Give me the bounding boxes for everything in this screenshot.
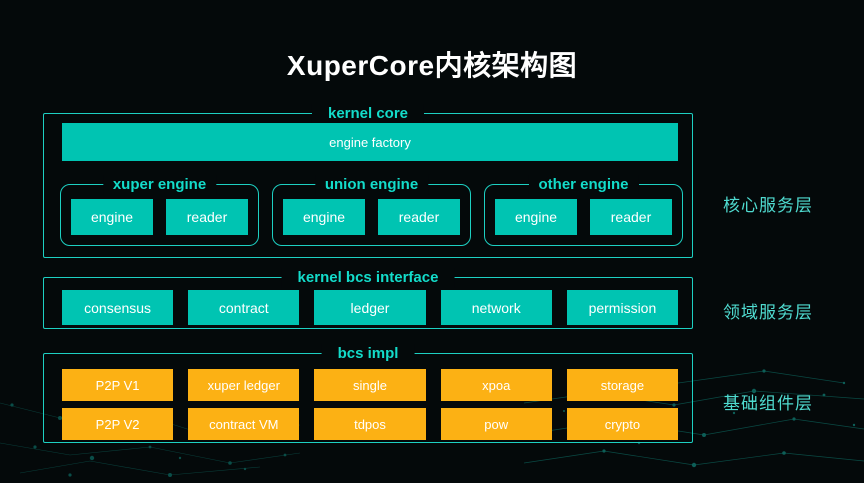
engine-factory-block: engine factory xyxy=(62,123,678,161)
bcs-impl-row-2: P2P V2 contract VM tdpos pow crypto xyxy=(62,408,679,440)
core-service-layer-label: 核心服务层 xyxy=(723,196,813,215)
other-engine-buttons: engine reader xyxy=(495,199,672,235)
page-title: XuperCore内核架构图 xyxy=(286,50,578,81)
bcs-impl-row-1: P2P V1 xuper ledger single xpoa storage xyxy=(62,369,679,401)
other-engine-block: engine xyxy=(495,199,577,235)
kernel-core-label: kernel core xyxy=(311,104,425,124)
union-engine-group: union engine engine reader xyxy=(272,175,471,246)
pow-block: pow xyxy=(440,408,552,440)
crypto-block: crypto xyxy=(566,408,679,440)
network-block: network xyxy=(440,290,552,325)
domain-service-layer-label: 领域服务层 xyxy=(723,303,813,322)
xuper-ledger-block: xuper ledger xyxy=(188,369,300,401)
contract-vm-block: contract VM xyxy=(188,408,300,440)
p2p-v2-block: P2P V2 xyxy=(62,408,174,440)
ledger-block: ledger xyxy=(314,290,426,325)
other-reader-block: reader xyxy=(590,199,672,235)
permission-block: permission xyxy=(566,290,679,325)
single-block: single xyxy=(314,369,426,401)
xuper-engine-label: xuper engine xyxy=(102,175,217,195)
other-engine-group: other engine engine reader xyxy=(484,175,683,246)
union-engine-block: engine xyxy=(283,199,365,235)
union-reader-block: reader xyxy=(378,199,460,235)
p2p-v1-block: P2P V1 xyxy=(62,369,174,401)
base-component-layer-label: 基础组件层 xyxy=(723,394,813,413)
other-engine-label: other engine xyxy=(528,175,639,195)
union-engine-buttons: engine reader xyxy=(283,199,460,235)
kernel-core-section: kernel core engine factory xuper engine … xyxy=(43,104,693,258)
xuper-reader-block: reader xyxy=(166,199,248,235)
contract-block: contract xyxy=(188,290,300,325)
consensus-block: consensus xyxy=(62,290,174,325)
xuper-engine-group: xuper engine engine reader xyxy=(60,175,259,246)
engine-groups-row: xuper engine engine reader union engine … xyxy=(60,175,683,246)
xuper-engine-buttons: engine reader xyxy=(71,199,248,235)
xuper-engine-block: engine xyxy=(71,199,153,235)
bcs-impl-label: bcs impl xyxy=(321,344,415,364)
xpoa-block: xpoa xyxy=(440,369,552,401)
storage-block: storage xyxy=(566,369,679,401)
kernel-bcs-interface-section: kernel bcs interface consensus contract … xyxy=(43,268,693,329)
union-engine-label: union engine xyxy=(314,175,429,195)
tdpos-block: tdpos xyxy=(314,408,426,440)
bcs-impl-section: bcs impl P2P V1 xuper ledger single xpoa… xyxy=(43,344,693,443)
kernel-bcs-interface-label: kernel bcs interface xyxy=(281,268,455,288)
bcs-interface-row: consensus contract ledger network permis… xyxy=(62,290,679,325)
